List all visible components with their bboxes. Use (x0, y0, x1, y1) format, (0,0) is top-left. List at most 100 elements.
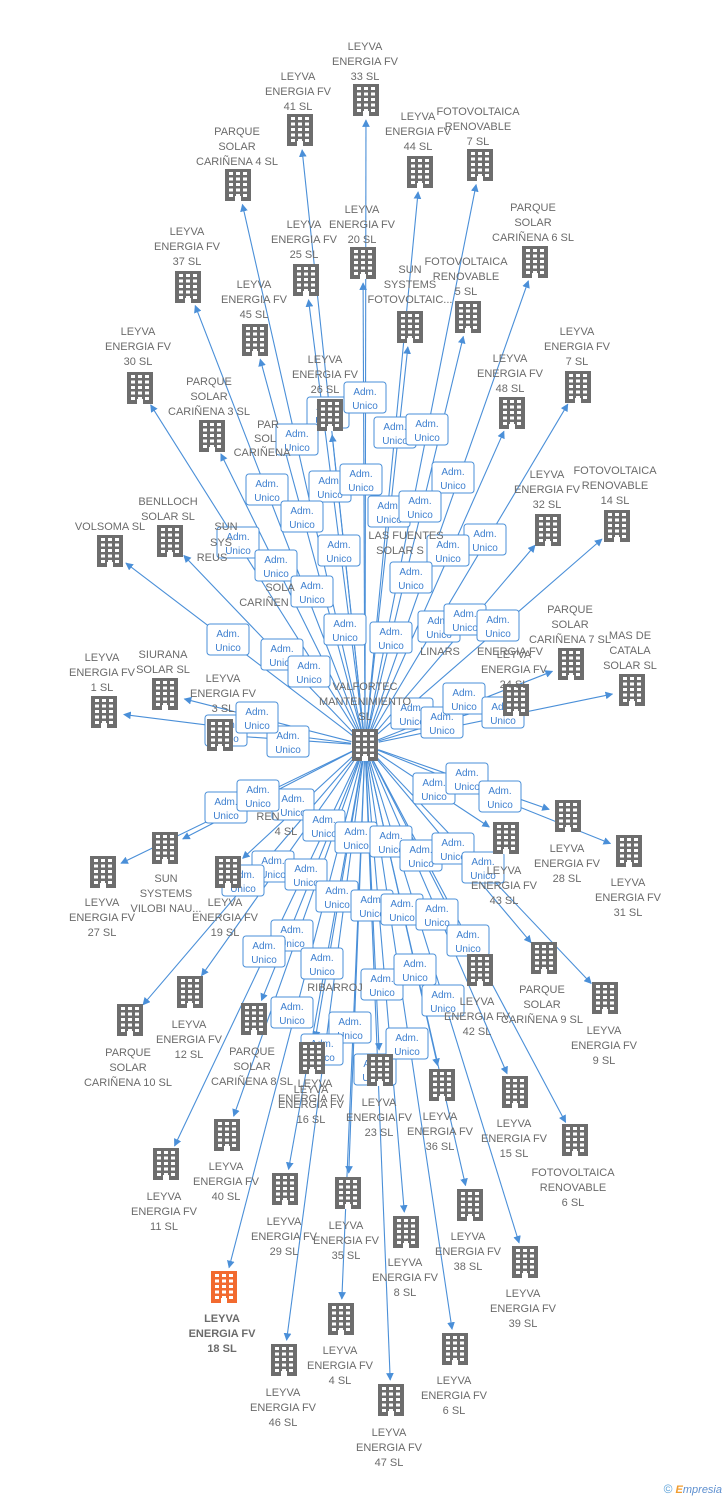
adm-unico-badge[interactable]: Adm.Unico (287, 655, 331, 688)
adm-unico-badge[interactable]: Adm.Unico (275, 423, 319, 456)
node-label-line: CARIÑENA 3 SL (168, 405, 250, 418)
node-ssf[interactable]: SUNSYSTEMSFOTOVOLTAIC... (368, 264, 453, 343)
adm-unico-badge[interactable]: Adm.Unico (343, 381, 387, 414)
adm-unico-badge[interactable]: Adm.Unico (478, 780, 522, 813)
adm-unico-badge[interactable]: Adm.Unico (290, 575, 334, 608)
adm-unico-badge[interactable]: Adm.Unico (236, 779, 280, 812)
adm-unico-badge[interactable]: Adm.Unico (339, 463, 383, 496)
adm-unico-badge[interactable]: Adm.Unico (300, 947, 344, 980)
adm-unico-badge[interactable]: Adm.Unico (461, 851, 505, 884)
adm-unico-badge[interactable]: Adm.Unico (445, 762, 489, 795)
badge-line1: Adm. (430, 712, 453, 723)
adm-unico-badge[interactable]: Adm.Unico (398, 490, 442, 523)
building-icon (455, 301, 481, 333)
adm-unico-badge[interactable]: Adm.Unico (323, 613, 367, 646)
adm-unico-badge[interactable]: Adm.Unico (280, 500, 324, 533)
adm-unico-badge[interactable]: Adm.Unico (442, 682, 486, 715)
adm-unico-badge[interactable]: Adm.Unico (476, 609, 520, 642)
adm-unico-badge[interactable]: Adm.Unico (216, 526, 260, 559)
adm-unico-badge[interactable]: Adm.Unico (463, 523, 507, 556)
adm-unico-badge[interactable]: Adm.Unico (369, 621, 413, 654)
adm-unico-badge[interactable]: Adm.Unico (443, 603, 487, 636)
adm-unico-badge[interactable]: Adm.Unico (380, 893, 424, 926)
adm-unico-badge[interactable]: Adm.Unico (393, 953, 437, 986)
adm-unico-badge[interactable]: Adm.Unico (206, 623, 250, 656)
node-vol[interactable]: VOLSOMA SL (75, 521, 145, 567)
adm-unico-badge[interactable]: Adm.Unico (426, 534, 470, 567)
adm-unico-badge[interactable]: Adm.Unico (431, 461, 475, 494)
adm-unico-badge[interactable]: Adm.Unico (270, 996, 314, 1029)
node-label-line: LEYVA (281, 71, 316, 83)
adm-unico-badge[interactable]: Adm.Unico (385, 1027, 429, 1060)
adm-unico-badge[interactable]: Adm.Unico (405, 413, 449, 446)
adm-unico-badge[interactable]: Adm.Unico (242, 935, 286, 968)
adm-unico-badge[interactable]: Adm.Unico (420, 706, 464, 739)
adm-unico-badge[interactable]: Adm.Unico (245, 473, 289, 506)
adm-unico-badge[interactable]: Adm.Unico (254, 549, 298, 582)
adm-unico-badge[interactable]: Adm.Unico (389, 561, 433, 594)
adm-unico-badge[interactable]: Adm.Unico (421, 984, 465, 1017)
adm-unico-badge[interactable]: Adm.Unico (235, 701, 279, 734)
adm-unico-badge[interactable]: Adm.Unico (446, 924, 490, 957)
badge-line2: Unico (254, 493, 280, 504)
adm-unico-badge[interactable]: Adm.Unico (415, 898, 459, 931)
adm-unico-badge[interactable]: Adm.Unico (317, 534, 361, 567)
adm-unico-badge[interactable]: Adm.Unico (266, 725, 310, 758)
